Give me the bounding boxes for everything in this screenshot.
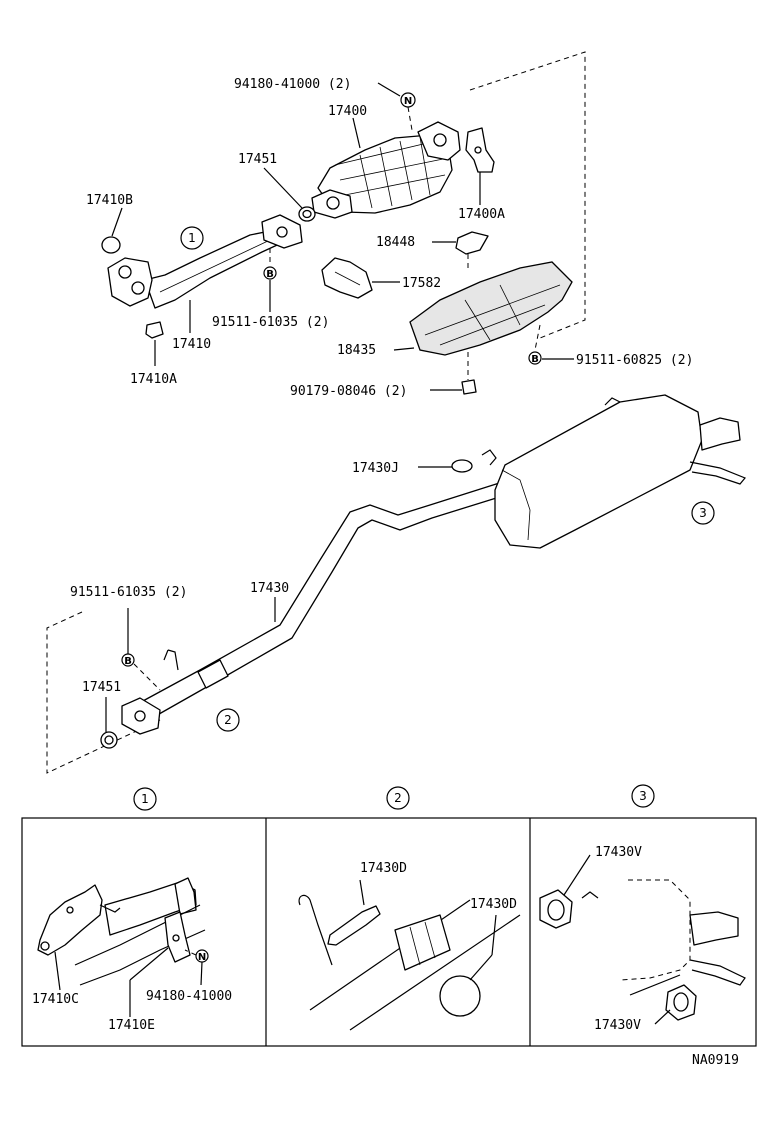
bolt-shield-callout: B [528, 324, 542, 365]
label-front-pipe: 17410 [172, 337, 211, 352]
callout-n-1: N [404, 96, 412, 107]
detail-heading-1: 1 [133, 787, 157, 811]
label-converter: 17400 [328, 104, 367, 119]
label-clamp-18448: 18448 [376, 235, 415, 250]
svg-text:1: 1 [188, 231, 196, 245]
nut-top-callout: N [400, 92, 416, 131]
label-detail1-bracket: 17410C [32, 992, 79, 1007]
label-insulator-17582: 17582 [402, 276, 441, 291]
tail-pipe-assembly [121, 477, 523, 735]
callout-b-1: B [266, 269, 274, 280]
label-detail3-mount-top: 17430V [595, 845, 642, 860]
converter-group-outline [469, 51, 586, 339]
label-nut-17410a: 17410A [130, 372, 177, 387]
detail-panels-frame [21, 817, 757, 1047]
label-gasket-17410b: 17410B [86, 193, 133, 208]
label-detail3-mount-bottom: 17430V [594, 1018, 641, 1033]
muffler [481, 394, 746, 549]
svg-text:2: 2 [394, 791, 402, 805]
label-nut-top: 94180-41000 (2) [234, 77, 351, 92]
gasket-17430j [451, 459, 473, 473]
label-detail1-nut: 94180-41000 [146, 989, 232, 1004]
callout-circle-3-main: 3 [691, 501, 715, 525]
label-detail2-hanger: 17430D [360, 861, 407, 876]
label-nut-shield: 90179-08046 (2) [290, 384, 407, 399]
label-tail-pipe: 17430 [250, 581, 289, 596]
diagram-code: NA0919 [692, 1053, 739, 1068]
label-heat-shield: 18435 [337, 343, 376, 358]
label-bolt-tail: 91511-61035 (2) [70, 585, 187, 600]
callout-n-2: N [198, 952, 206, 963]
callout-circle-2-main: 2 [216, 708, 240, 732]
catalytic-converter [311, 121, 461, 219]
bracket-17400a [465, 127, 495, 173]
gasket-17451-lower [100, 731, 118, 749]
heat-shield-18435 [409, 261, 573, 356]
label-bracket-17400a: 17400A [458, 207, 505, 222]
svg-text:1: 1 [141, 792, 149, 806]
bolt-front-pipe-callout: B [263, 248, 277, 280]
callout-b-3: B [124, 656, 132, 667]
detail-1-drawing: N [37, 877, 209, 1017]
insulator-17582 [321, 257, 373, 299]
detail-heading-2: 2 [386, 786, 410, 810]
label-gasket-top: 17451 [238, 152, 277, 167]
label-detail1-bracket2: 17410E [108, 1018, 155, 1033]
clamp-18448 [455, 231, 489, 272]
label-gasket-lower: 17451 [82, 680, 121, 695]
label-detail2-ring: 17430D [470, 897, 517, 912]
gasket-17451-top [298, 206, 316, 222]
gasket-17410b [101, 236, 121, 254]
svg-text:2: 2 [224, 713, 232, 727]
svg-text:3: 3 [639, 789, 647, 803]
nut-90179 [461, 352, 477, 395]
label-bolt-shield: 91511-60825 (2) [576, 353, 693, 368]
leader-lines [105, 82, 574, 732]
label-gasket-17430j: 17430J [352, 461, 399, 476]
callout-circle-1-main: 1 [180, 226, 204, 250]
detail-heading-3: 3 [631, 784, 655, 808]
detail-3-drawing [539, 854, 746, 1025]
bolt-tail-callout: B [121, 653, 161, 691]
label-bolt-front: 91511-61035 (2) [212, 315, 329, 330]
front-exhaust-pipe [107, 214, 303, 309]
callout-b-2: B [531, 354, 539, 365]
svg-text:3: 3 [699, 506, 707, 520]
nut-17410a [145, 321, 164, 339]
detail-2-drawing [298, 879, 521, 1031]
